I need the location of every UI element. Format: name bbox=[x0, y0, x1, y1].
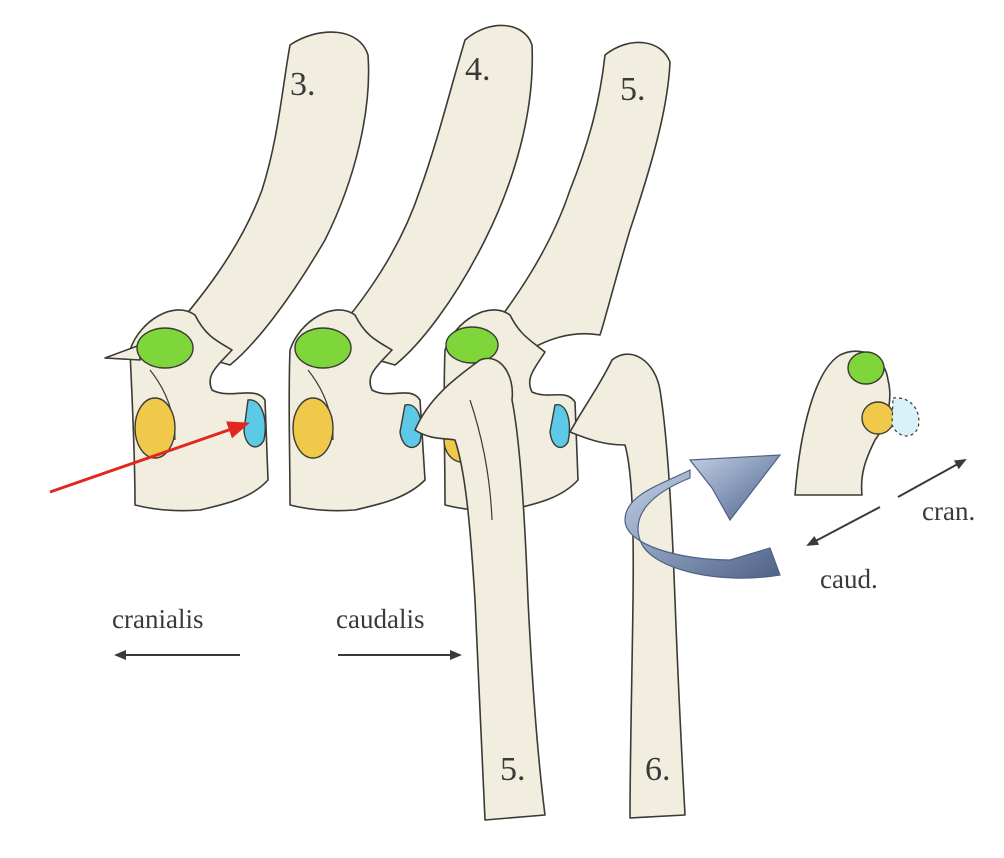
rib-5-shaft bbox=[414, 357, 546, 821]
vertebra-3-spinous-process bbox=[159, 31, 370, 366]
vertebra-5-label: 5. bbox=[620, 71, 646, 108]
cranialis-label: cranialis bbox=[112, 604, 203, 634]
vertebra-3-yellow-facet bbox=[134, 397, 176, 459]
vertebra-4-green-facet bbox=[294, 327, 352, 369]
caudalis-label: caudalis bbox=[336, 604, 424, 634]
rib-5-label: 5. bbox=[500, 751, 526, 788]
rotation-arrow-band bbox=[624, 469, 781, 579]
vertebra-3: 3. bbox=[104, 31, 370, 512]
vertebra-5-cyan-facet bbox=[549, 404, 571, 449]
vertebra-5-spinous-process bbox=[479, 41, 671, 356]
vertebra-3-green-facet bbox=[136, 327, 194, 369]
vertebra-5-green-facet bbox=[445, 326, 499, 364]
cran-label: cran. bbox=[922, 496, 975, 526]
rib-head-yellow-facet bbox=[861, 401, 895, 435]
rotation-arrow-head bbox=[688, 454, 782, 522]
red-arrow-icon bbox=[49, 421, 250, 494]
rib-head-cyan-facet bbox=[891, 397, 920, 437]
rib-head-green-facet bbox=[847, 351, 885, 385]
rib-5: 5. bbox=[414, 357, 546, 821]
vertebra-4-yellow-facet bbox=[292, 397, 334, 459]
caud-label: caud. bbox=[820, 564, 878, 594]
vertebra-4-spinous-process bbox=[324, 24, 534, 366]
vertebra-3-cranial-spike bbox=[104, 344, 141, 361]
rib-head-detail-shape bbox=[794, 350, 891, 496]
rib-6-shaft bbox=[569, 353, 686, 819]
caud-direction-arrow bbox=[806, 506, 881, 546]
vertebra-4: 4. bbox=[288, 24, 534, 512]
curved-rotation-arrow-icon bbox=[624, 454, 782, 579]
cran-direction-arrow bbox=[897, 459, 967, 498]
rib-6: 6. bbox=[569, 353, 686, 819]
rib-head-detail bbox=[794, 350, 920, 496]
vertebra-4-label: 4. bbox=[465, 51, 491, 88]
vertebra-4-cyan-facet bbox=[399, 404, 423, 449]
rib-6-label: 6. bbox=[645, 751, 671, 788]
vertebra-3-label: 3. bbox=[290, 66, 316, 103]
